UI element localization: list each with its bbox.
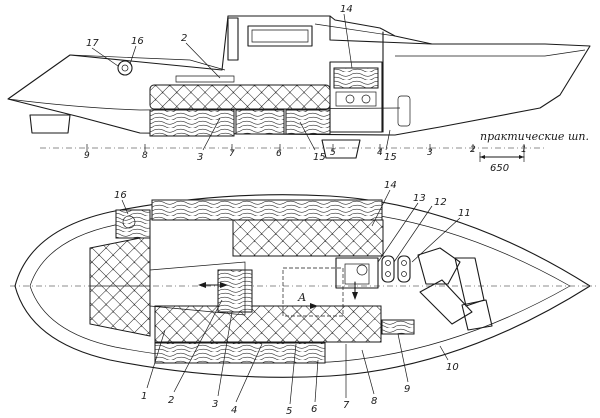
plan-callout-1: 1 xyxy=(141,391,147,402)
plan-settee-port xyxy=(232,219,384,257)
plan-callout-2: 2 xyxy=(168,395,174,406)
side-keel xyxy=(321,139,361,159)
side-callout-14: 14 xyxy=(340,4,353,15)
plan-settee-starboard xyxy=(154,305,382,343)
plan-callout-6: 6 xyxy=(311,404,317,415)
station-2: 2 xyxy=(470,145,476,155)
side-rudder xyxy=(29,114,71,134)
station-7: 7 xyxy=(229,149,235,159)
plan-hull xyxy=(14,194,591,378)
plan-callout-16: 16 xyxy=(114,190,127,201)
station-9: 9 xyxy=(84,151,90,161)
plan-callout-9: 9 xyxy=(404,384,410,395)
station-4: 4 xyxy=(377,148,383,158)
plan-mast-step xyxy=(381,319,415,335)
plan-callout-8: 8 xyxy=(371,396,377,407)
side-settee-back xyxy=(149,84,331,110)
station-5: 5 xyxy=(330,148,336,158)
plan-callout-10: 10 xyxy=(446,362,459,373)
plan-galley xyxy=(335,257,379,289)
plan-view: А 16 14 13 12 11 1 2 3 4 5 6 7 xyxy=(10,180,596,417)
plan-callout-14: 14 xyxy=(384,180,397,191)
side-view: 650 практические шп. 9 8 7 6 5 4 3 2 1 1… xyxy=(7,4,591,174)
side-callout-3: 3 xyxy=(197,152,203,163)
plan-callout-13: 13 xyxy=(413,193,426,204)
scale-label: 650 xyxy=(490,163,509,174)
station-3: 3 xyxy=(427,148,433,158)
scale-bar: 650 xyxy=(479,152,525,174)
side-settee-base xyxy=(149,109,235,137)
plan-callout-5: 5 xyxy=(286,406,292,417)
side-porthole xyxy=(117,60,133,76)
station-8: 8 xyxy=(142,151,148,161)
side-galley xyxy=(329,61,383,133)
side-callout-15a: 15 xyxy=(313,152,326,163)
side-callout-17: 17 xyxy=(86,38,99,49)
plan-table xyxy=(217,269,253,313)
station-6: 6 xyxy=(276,149,282,159)
side-callout-15b: 15 xyxy=(384,152,397,163)
side-callout-16: 16 xyxy=(131,36,144,47)
plan-callout-12: 12 xyxy=(434,197,447,208)
station-caption: практические шп. xyxy=(480,130,589,143)
side-callout-2: 2 xyxy=(181,33,187,44)
side-deckhouse xyxy=(227,15,433,45)
station-1: 1 xyxy=(521,145,527,155)
plan-sail-bags xyxy=(417,247,493,331)
plan-hatch xyxy=(115,209,151,239)
plan-callout-7: 7 xyxy=(343,400,350,411)
section-mark: А xyxy=(297,291,306,304)
plan-arrows xyxy=(198,281,358,309)
plan-callout-3: 3 xyxy=(212,399,218,410)
plan-callout-4: 4 xyxy=(231,405,237,416)
plan-callout-11: 11 xyxy=(458,208,471,219)
